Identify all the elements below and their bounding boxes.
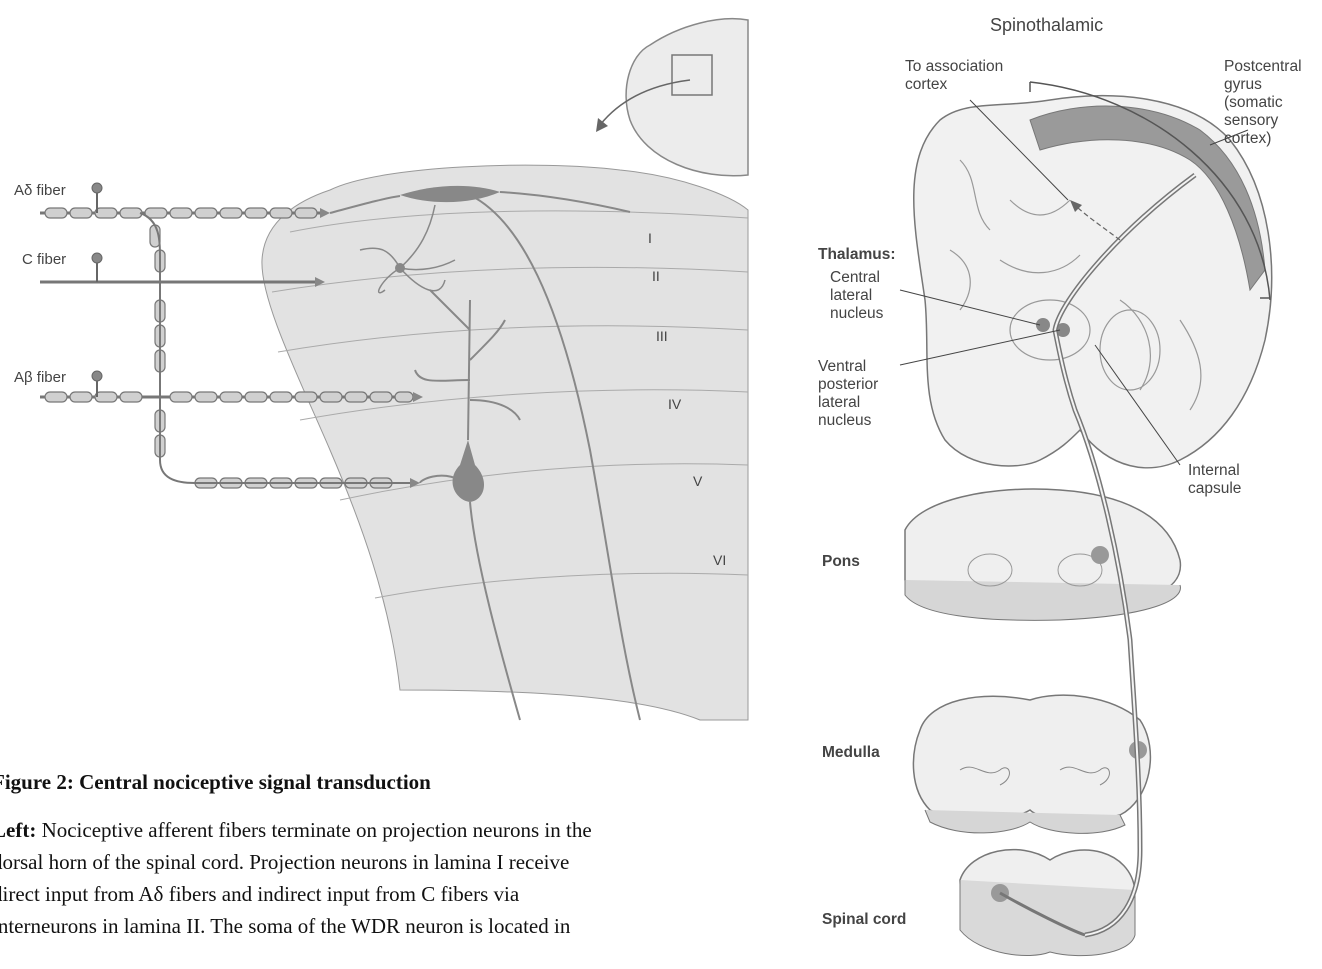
caption-lead: Left: — [0, 818, 36, 842]
lamina-label: III — [656, 328, 668, 344]
pons-section — [905, 489, 1180, 610]
brain-section — [914, 96, 1272, 468]
caption-line-1: Nociceptive afferent fibers terminate on… — [36, 818, 591, 842]
fiber-label-a-delta: Aδ fiber — [14, 182, 66, 200]
spinothalamic-title: Spinothalamic — [990, 16, 1103, 34]
caption-line: Left: Nociceptive afferent fibers termin… — [0, 814, 592, 846]
fiber-label-a-beta: Aβ fiber — [14, 369, 66, 387]
dorsal-horn-body — [262, 165, 748, 720]
lamina-label: VI — [713, 552, 726, 568]
spinal-cord-inset — [626, 19, 748, 176]
to-association-cortex-label: To association cortex — [905, 58, 1003, 94]
lamina-label: IV — [668, 396, 681, 412]
central-lateral-nucleus-label: Central lateral nucleus — [830, 269, 883, 323]
pons-label: Pons — [822, 553, 860, 571]
spinal-cord-label: Spinal cord — [822, 911, 906, 929]
caption-line-3: direct input from Aδ fibers and indirect… — [0, 878, 519, 910]
medulla-label: Medulla — [822, 744, 880, 762]
lamina-label: V — [693, 473, 702, 489]
medulla-section — [913, 695, 1150, 820]
thalamus-label: Thalamus: — [818, 246, 896, 264]
internal-capsule-label: Internal capsule — [1188, 462, 1241, 498]
lamina-label: I — [648, 230, 652, 246]
ventral-posterior-lateral-nucleus-label: Ventral posterior lateral nucleus — [818, 358, 878, 430]
caption-line-4: interneurons in lamina II. The soma of t… — [0, 910, 570, 942]
lamina-label: II — [652, 268, 660, 284]
figure-caption-title: Figure 2: Central nociceptive signal tra… — [0, 770, 431, 795]
caption-line-2: dorsal horn of the spinal cord. Projecti… — [0, 846, 569, 878]
postcentral-gyrus-label: Postcentral gyrus (somatic sensory corte… — [1224, 58, 1302, 148]
dorsal-horn-diagram — [0, 0, 760, 730]
spinal-cord-section — [960, 850, 1135, 936]
fiber-label-c: C fiber — [22, 251, 66, 269]
